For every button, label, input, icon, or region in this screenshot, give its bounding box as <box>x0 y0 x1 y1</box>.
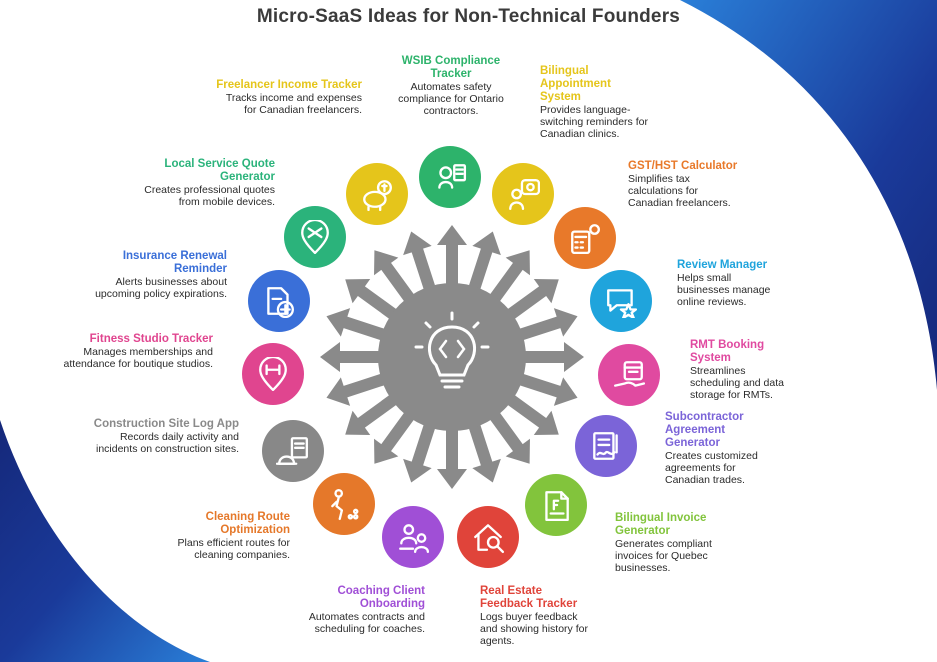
idea-description: Generates compliant invoices for Quebec … <box>615 538 712 574</box>
idea-description: Simplifies tax calculations for Canadian… <box>628 173 731 209</box>
arrow <box>507 308 578 345</box>
lightbulb-code-icon <box>414 311 490 389</box>
idea-description: Plans efficient routes for cleaning comp… <box>177 537 290 561</box>
idea-description: Creates customized agreements for Canadi… <box>665 450 758 486</box>
idea-circle <box>590 270 652 332</box>
idea-circle <box>419 146 481 208</box>
page-title: Micro-SaaS Ideas for Non-Technical Found… <box>256 6 681 27</box>
idea-title: Subcontractor Agreement Generator <box>665 411 744 449</box>
idea-circle <box>525 474 587 536</box>
arrow <box>403 231 440 302</box>
arrow <box>464 412 501 483</box>
idea-title: Construction Site Log App <box>93 418 239 430</box>
idea-description: Streamlines scheduling and data storage … <box>690 365 784 401</box>
hardhat-clipboard-icon <box>276 437 308 465</box>
idea-description: Logs buyer feedback and showing history … <box>480 611 588 647</box>
idea-title: Bilingual Invoice Generator <box>615 512 707 537</box>
idea-circle <box>248 270 310 332</box>
idea-circle <box>313 473 375 535</box>
idea-description: Creates professional quotes from mobile … <box>144 184 275 208</box>
chat-star-icon <box>607 289 638 318</box>
idea-title: Coaching Client Onboarding <box>337 585 425 610</box>
top-right-wave <box>680 0 937 390</box>
idea-title: Freelancer Income Tracker <box>216 79 362 91</box>
idea-circle <box>262 420 324 482</box>
idea-circle <box>346 163 408 225</box>
idea-title: Bilingual Appointment System <box>540 65 611 103</box>
idea-circle <box>575 415 637 477</box>
hub-circle <box>378 283 526 431</box>
idea-circle <box>598 344 660 406</box>
hand-calendar-icon <box>614 361 646 387</box>
arrow <box>403 412 440 483</box>
piggy-bank-icon <box>363 180 392 211</box>
contract-signature-icon <box>593 432 618 460</box>
idea-description: Manages memberships and attendance for b… <box>63 346 213 370</box>
idea-description: Provides language-switching reminders fo… <box>540 104 648 140</box>
arrow <box>437 225 467 297</box>
map-pin-tools-icon <box>301 220 329 254</box>
idea-circle <box>492 163 554 225</box>
idea-title: Local Service Quote Generator <box>164 158 275 183</box>
house-search-icon <box>474 524 505 554</box>
calculator-gear-icon <box>571 224 600 255</box>
coach-client-icon <box>399 524 430 554</box>
idea-circle <box>457 506 519 568</box>
idea-title: WSIB Compliance Tracker <box>401 55 501 80</box>
route-person-icon <box>331 489 359 521</box>
idea-description: Automates safety compliance for Ontario … <box>398 81 504 117</box>
person-chat-icon <box>509 179 540 211</box>
arrow <box>437 417 467 489</box>
idea-title: Review Manager <box>677 259 768 271</box>
idea-description: Automates contracts and scheduling for c… <box>308 611 425 635</box>
arrow <box>464 231 501 302</box>
idea-description: Records daily activity and incidents on … <box>96 431 239 455</box>
dumbbell-pin-icon <box>259 357 287 391</box>
idea-description: Alerts businesses about upcoming policy … <box>95 276 227 300</box>
arrow <box>326 369 397 406</box>
idea-description: Helps small businesses manage online rev… <box>677 272 771 308</box>
arrow <box>507 369 578 406</box>
arrow <box>512 342 584 372</box>
idea-title: RMT Booking System <box>690 339 765 364</box>
idea-circle <box>554 207 616 269</box>
idea-circle <box>382 506 444 568</box>
arrow <box>326 308 397 345</box>
idea-title: Cleaning Route Optimization <box>205 511 290 536</box>
document-plus-icon <box>267 287 294 318</box>
bottom-left-wave <box>0 420 210 662</box>
arrow <box>320 342 392 372</box>
idea-circle <box>284 206 346 268</box>
idea-title: Real Estate Feedback Tracker <box>480 585 578 610</box>
idea-circle <box>242 343 304 405</box>
invoice-document-icon <box>545 491 569 522</box>
worker-checklist-icon <box>438 164 467 189</box>
idea-title: Fitness Studio Tracker <box>89 333 213 345</box>
idea-title: GST/HST Calculator <box>628 160 738 172</box>
idea-title: Insurance Renewal Reminder <box>122 250 227 275</box>
idea-description: Tracks income and expenses for Canadian … <box>225 92 362 116</box>
